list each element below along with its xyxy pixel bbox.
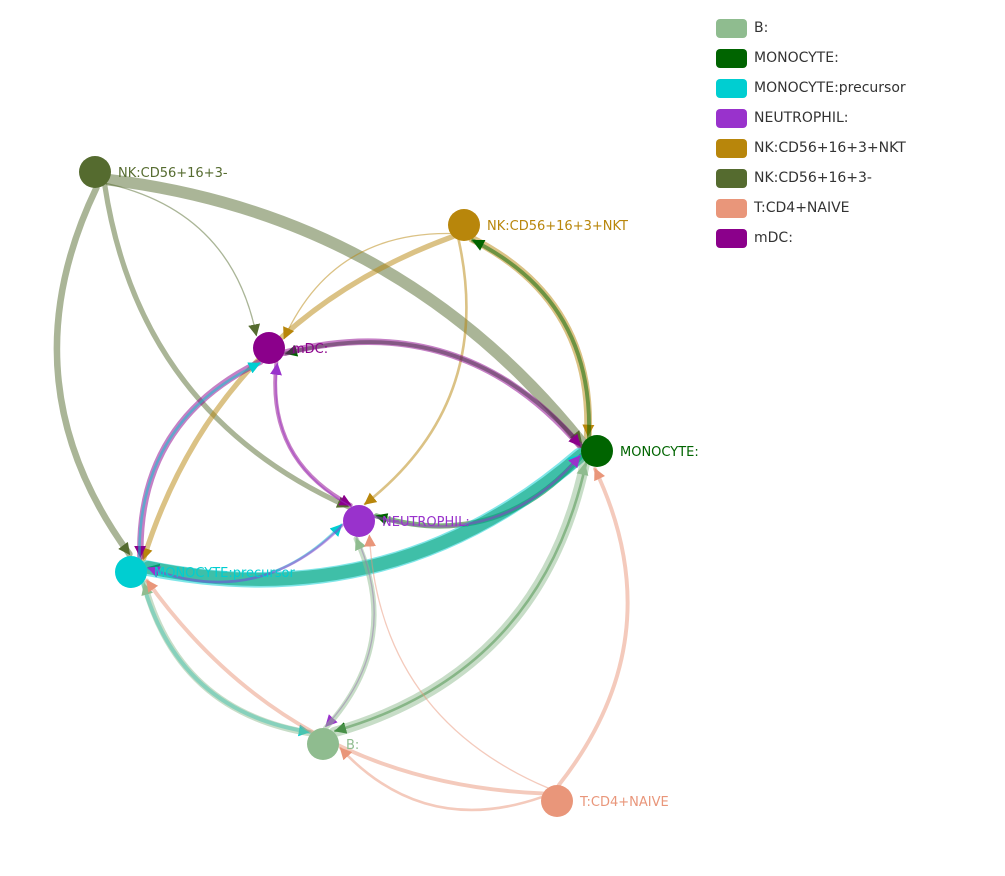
edge-mdc-to-neut xyxy=(273,360,353,507)
edge-b-to-monop xyxy=(141,580,315,737)
edge-b-to-neut xyxy=(322,536,377,731)
edges-layer xyxy=(53,173,630,812)
legend-swatch xyxy=(716,108,747,128)
legend-label: MONOCYTE:precursor xyxy=(754,80,906,96)
legend-label: B: xyxy=(754,20,769,36)
edge-tcd4-to-b xyxy=(339,747,543,812)
edge-b-to-mono xyxy=(328,458,590,738)
legend-swatch xyxy=(716,138,747,158)
node-mdc[interactable]: mDC: xyxy=(253,332,328,364)
edge-neut-to-mono xyxy=(373,454,581,528)
legend-item-b[interactable]: B: xyxy=(716,13,906,43)
edge-neut-to-monop xyxy=(147,523,345,584)
legend-item-nk-3neg[interactable]: NK:CD56+16+3- xyxy=(716,163,906,193)
edge-nk3neg-to-monop xyxy=(53,184,133,558)
node-label-mono: MONOCYTE: xyxy=(620,445,699,460)
legend-swatch xyxy=(716,18,747,38)
node-b[interactable]: B: xyxy=(307,728,359,760)
legend-item-mdc[interactable]: mDC: xyxy=(716,223,906,253)
edge-nkt-to-neut xyxy=(363,238,468,506)
edge-mono-to-nkt xyxy=(471,238,591,440)
edge-nk3neg-to-mono xyxy=(103,173,588,449)
node-nk3neg[interactable]: NK:CD56+16+3- xyxy=(79,156,228,188)
legend-swatch xyxy=(716,198,747,218)
node-label-neut: NEUTROPHIL: xyxy=(382,515,470,530)
node-tcd4[interactable]: T:CD4+NAIVE xyxy=(541,785,669,817)
legend-item-monocyte-precursor[interactable]: MONOCYTE:precursor xyxy=(716,73,906,103)
node-circle-nkt[interactable] xyxy=(448,209,480,241)
node-label-b: B: xyxy=(346,738,359,753)
legend-label: NK:CD56+16+3- xyxy=(754,170,872,186)
node-circle-neut[interactable] xyxy=(343,505,375,537)
edge-monop-to-mono xyxy=(138,447,588,588)
node-circle-mdc[interactable] xyxy=(253,332,285,364)
edge-tcd4-to-neut xyxy=(364,534,549,789)
node-label-mdc: mDC: xyxy=(292,342,328,357)
legend-label: NK:CD56+16+3+NKT xyxy=(754,140,906,156)
edge-mdc-to-mono xyxy=(281,338,584,449)
node-circle-tcd4[interactable] xyxy=(541,785,573,817)
legend-swatch xyxy=(716,78,747,98)
legend-label: mDC: xyxy=(754,230,793,246)
node-mono[interactable]: MONOCYTE: xyxy=(581,435,699,467)
node-nkt[interactable]: NK:CD56+16+3+NKT xyxy=(448,209,628,241)
node-label-nkt: NK:CD56+16+3+NKT xyxy=(487,219,628,234)
edge-neut-to-mdc xyxy=(270,362,353,508)
node-neut[interactable]: NEUTROPHIL: xyxy=(343,505,470,537)
legend-label: T:CD4+NAIVE xyxy=(754,200,850,216)
legend-swatch xyxy=(716,228,747,248)
edge-tcd4-to-mono xyxy=(556,466,630,788)
node-label-monop: MONOCYTE:precursor xyxy=(154,566,295,581)
legend-item-neutrophil[interactable]: NEUTROPHIL: xyxy=(716,103,906,133)
node-circle-nk3neg[interactable] xyxy=(79,156,111,188)
edge-nkt-to-mdc xyxy=(283,232,452,340)
edge-nk3neg-to-mdc xyxy=(105,182,261,337)
legend-swatch xyxy=(716,48,747,68)
edge-monop-to-mdc xyxy=(138,362,261,560)
node-label-nk3neg: NK:CD56+16+3- xyxy=(118,166,228,181)
legend-item-t-cd4-naive[interactable]: T:CD4+NAIVE xyxy=(716,193,906,223)
nodes-layer: NK:CD56+16+3- NK:CD56+16+3+NKT mDC: MONOCYT… xyxy=(79,156,699,817)
node-monop[interactable]: MONOCYTE:precursor xyxy=(115,556,295,588)
node-circle-b[interactable] xyxy=(307,728,339,760)
node-circle-mono[interactable] xyxy=(581,435,613,467)
node-circle-monop[interactable] xyxy=(115,556,147,588)
node-label-tcd4: T:CD4+NAIVE xyxy=(579,795,669,810)
legend-item-nk-nkt[interactable]: NK:CD56+16+3+NKT xyxy=(716,133,906,163)
legend: B: MONOCYTE: MONOCYTE:precursor NEUTROPH… xyxy=(716,13,906,253)
legend-label: MONOCYTE: xyxy=(754,50,839,66)
legend-item-monocyte[interactable]: MONOCYTE: xyxy=(716,43,906,73)
legend-swatch xyxy=(716,168,747,188)
edge-nk3neg-to-neut xyxy=(102,182,351,510)
legend-label: NEUTROPHIL: xyxy=(754,110,849,126)
